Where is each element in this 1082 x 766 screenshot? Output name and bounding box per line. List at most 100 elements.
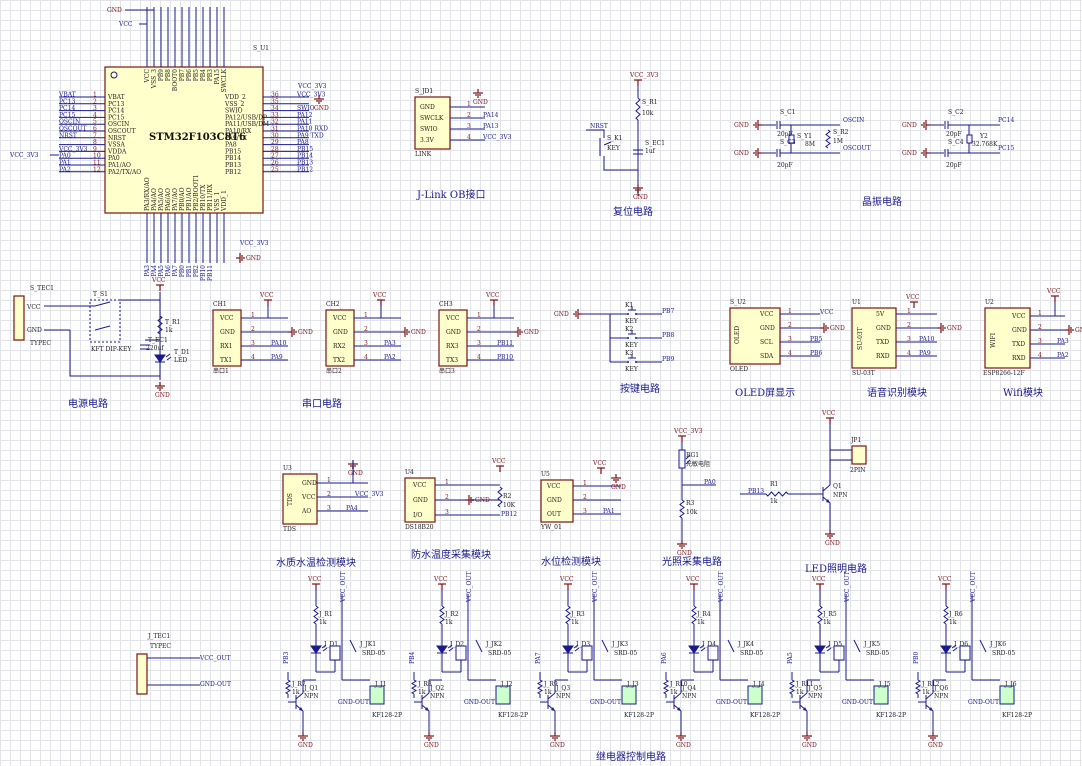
gnd-symbol[interactable]: GND xyxy=(314,95,329,112)
mcu-top-pin[interactable]: PB3 xyxy=(207,7,214,81)
power-symbol[interactable]: VCC xyxy=(811,576,826,590)
resistor[interactable] xyxy=(497,486,503,508)
relay-channel-1[interactable]: VCCJ_R11kJ_D1VCC_OUTJ_JK1SRD-05J_J1KF128… xyxy=(283,572,402,750)
mcu-top-pin[interactable]: PB7 xyxy=(179,7,186,81)
gnd-symbol[interactable]: GND xyxy=(236,253,261,263)
gnd-symbol[interactable]: GND xyxy=(550,732,565,749)
power-symbol[interactable]: VCC xyxy=(821,410,836,424)
resistor[interactable] xyxy=(765,491,789,497)
power-symbol[interactable]: VCC xyxy=(1046,288,1061,302)
relay-channel-6[interactable]: VCCJ_R61kJ_D6VCC_OUTJ_JK6SRD-05J_J6KF128… xyxy=(913,572,1032,750)
npn-transistor[interactable] xyxy=(540,692,556,712)
mcu-top-pin[interactable]: PB4 xyxy=(200,7,207,81)
resistor[interactable] xyxy=(915,679,921,695)
wifi-module[interactable]: U2ESP8266-12FWIFIVCC1GND2TXD3RXD4VCCGNDP… xyxy=(983,288,1082,399)
mcu-top-pin[interactable]: PB9 xyxy=(158,7,165,81)
npn-transistor[interactable] xyxy=(918,692,934,712)
led-diode[interactable] xyxy=(688,644,706,654)
power-symbol[interactable]: VCC xyxy=(307,576,322,590)
gnd-symbol[interactable]: GND xyxy=(928,732,943,749)
power-symbol[interactable]: VCC_3V3 xyxy=(673,428,703,442)
capacitor[interactable] xyxy=(944,121,949,129)
power-symbol[interactable]: VCC xyxy=(372,292,387,306)
relay-channel-2[interactable]: VCCJ_R21kJ_D2VCC_OUTJ_JK2SRD-05J_J2KF128… xyxy=(409,572,528,750)
gnd-symbol[interactable]: GND xyxy=(611,474,626,491)
mcu-top-pin[interactable]: PB6 xyxy=(186,7,193,81)
gnd-symbol[interactable]: GND xyxy=(734,120,762,130)
power-symbol[interactable]: VCC xyxy=(485,292,500,306)
npn-transistor[interactable] xyxy=(792,692,808,712)
relay-channel-3[interactable]: VCCJ_R31kJ_D3VCC_OUTJ_JK3SRD-05J_J3KF128… xyxy=(535,572,654,750)
relay-channel-5[interactable]: VCCJ_R51kJ_D5VCC_OUTJ_JK5SRD-05J_J5KF128… xyxy=(787,572,906,750)
gnd-symbol[interactable]: GND xyxy=(825,530,840,547)
power-symbol[interactable]: VCC xyxy=(491,458,506,472)
resistor[interactable] xyxy=(285,679,291,695)
gnd-symbol[interactable]: GND xyxy=(820,323,845,333)
gnd-symbol[interactable]: GND xyxy=(734,148,762,158)
gnd-symbol[interactable]: GND xyxy=(288,327,313,337)
capacitor[interactable] xyxy=(776,121,781,129)
resistor[interactable] xyxy=(691,605,697,625)
push-key[interactable] xyxy=(620,330,644,339)
resistor[interactable] xyxy=(157,315,163,335)
power-symbol[interactable]: VCC xyxy=(559,576,574,590)
power-symbol[interactable]: VCC xyxy=(937,576,952,590)
push-key[interactable] xyxy=(620,306,644,315)
mcu-stm32[interactable]: STM32F103C8T6S_U1VBAT1VBATPC132PC13PC143… xyxy=(9,7,329,281)
power-symbol[interactable]: VCC xyxy=(685,576,700,590)
gnd-symbol[interactable]: GND xyxy=(676,732,691,749)
gnd-symbol[interactable]: GND xyxy=(937,323,962,333)
gnd-symbol[interactable]: GND xyxy=(677,540,692,557)
mcu-top-pin[interactable]: SWCLK xyxy=(221,7,228,92)
led-diode[interactable] xyxy=(154,353,172,363)
relay-channel-4[interactable]: VCCJ_R41kJ_D4VCC_OUTJ_JK4SRD-05J_J4KF128… xyxy=(661,572,780,750)
resistor[interactable] xyxy=(825,129,831,149)
mcu-bottom-pin[interactable]: VDD_1 xyxy=(221,190,228,263)
gnd-symbol[interactable]: GND xyxy=(514,327,539,337)
mcu-top-pin[interactable]: BOOT0 xyxy=(172,7,179,91)
resistor[interactable] xyxy=(537,679,543,695)
npn-transistor[interactable] xyxy=(815,484,831,504)
mcu-top-pin[interactable]: VCC xyxy=(144,7,151,84)
gnd-symbol[interactable]: GND xyxy=(1065,325,1082,335)
npn-transistor[interactable] xyxy=(414,692,430,712)
resistor[interactable] xyxy=(789,679,795,695)
resistor[interactable] xyxy=(817,605,823,625)
gnd-symbol[interactable]: GND xyxy=(298,732,313,749)
gnd-symbol[interactable]: GND xyxy=(348,460,363,477)
